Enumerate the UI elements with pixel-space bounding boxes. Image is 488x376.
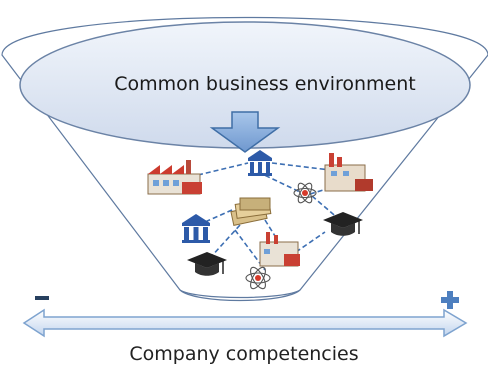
competency-axis-arrow xyxy=(22,308,468,338)
down-arrow xyxy=(209,111,281,153)
money-icon xyxy=(230,197,272,226)
funnel-bottom-rim xyxy=(179,289,301,302)
atom-icon xyxy=(245,266,271,290)
bank-icon xyxy=(182,214,210,243)
bank-icon xyxy=(248,150,272,176)
ellipse-label: Common business environment xyxy=(114,73,415,95)
plant-icon xyxy=(324,153,373,192)
graduation-cap-icon xyxy=(323,212,363,236)
graduation-cap-icon xyxy=(187,252,227,276)
plant-icon xyxy=(259,232,300,267)
atom-icon xyxy=(293,182,317,204)
minus-sign-icon xyxy=(35,296,49,300)
axis-caption: Company competencies xyxy=(129,343,359,365)
plus-sign-icon xyxy=(441,291,459,309)
factory-icon xyxy=(147,160,202,195)
